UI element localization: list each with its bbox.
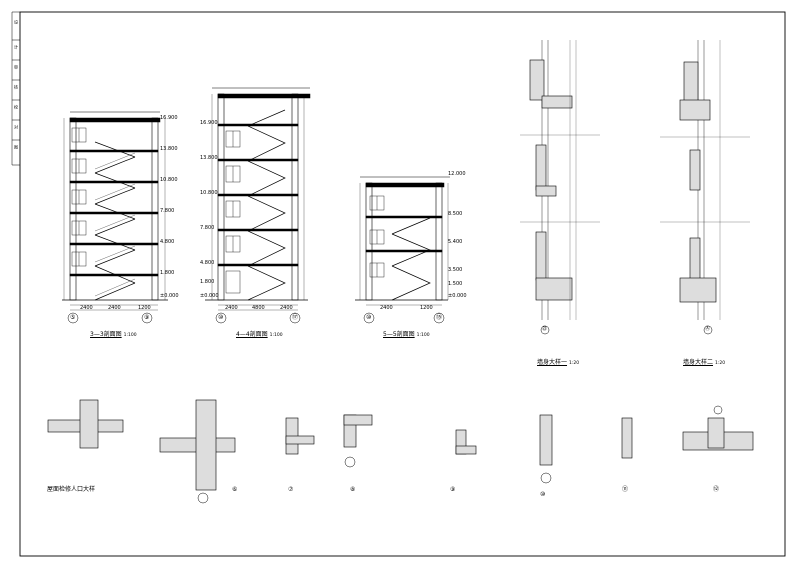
elev-55-3: 8.500: [448, 211, 463, 217]
dim-44-b: 4800: [252, 305, 265, 311]
detail-title-11: ⑪: [622, 486, 629, 493]
elev-33-3: 7.800: [160, 208, 175, 214]
elev-44-1: 1.800: [200, 279, 215, 285]
elev-33-4: 10.800: [160, 177, 178, 183]
title-strip: [11, 11, 20, 166]
detail-title-10: ⑩: [540, 491, 546, 498]
details-row: [47, 399, 754, 491]
axis-mark-33-left: ⑤: [70, 314, 76, 321]
axis-mark-wall-1: ㉒: [542, 326, 548, 332]
detail-title-8: ⑧: [350, 486, 356, 493]
elev-55-2: 5.400: [448, 239, 463, 245]
axis-mark-55-left: ⑩: [366, 314, 372, 321]
dim-33-a: 2400: [80, 305, 93, 311]
detail-title-6: ⑥: [232, 486, 238, 493]
detail-title-12: ⑫: [713, 486, 720, 493]
detail-bubbles: [197, 405, 723, 504]
wall-detail-1: [520, 40, 600, 335]
dim-44-a: 2400: [225, 305, 238, 311]
elev-55-0: ±0.000: [448, 293, 467, 299]
detail-title-7: ⑦: [288, 486, 294, 493]
elev-55-roof: 12.000: [448, 171, 466, 177]
elev-55-05: 1.500: [448, 281, 463, 287]
elev-33-roof: 16.900: [160, 115, 178, 121]
elev-33-2: 4.800: [160, 239, 175, 245]
dim-55-b: 1200: [420, 305, 433, 311]
elev-33-1: 1.800: [160, 270, 175, 276]
elev-44-5: 13.800: [200, 155, 218, 161]
dim-44-c: 2400: [280, 305, 293, 311]
elev-44-roof: 16.900: [200, 120, 218, 126]
axis-mark-33-right: ⑨: [144, 314, 150, 321]
axis-mark-44-left: ⑩: [218, 314, 224, 321]
dim-33-c: 1200: [138, 305, 151, 311]
axis-mark-wall-2: Ⓐ: [705, 326, 711, 332]
title-strip-label-check: 核: [14, 85, 19, 89]
title-strip-label-design: 设: [14, 20, 19, 24]
sheet-border: [19, 11, 786, 557]
title-strip-label-calc: 计: [14, 45, 19, 49]
axis-mark-44-right: ⑰: [292, 314, 299, 321]
title-strip-label-pair: 对: [14, 125, 19, 129]
elev-33-0: ±0.000: [160, 293, 179, 299]
detail-title-roof-access: 屋面检修人口大样: [47, 486, 96, 493]
elev-33-5: 13.800: [160, 146, 178, 152]
title-strip-label-drawing: 图: [14, 145, 19, 149]
detail-title-9: ⑨: [450, 486, 456, 493]
elev-44-4: 10.800: [200, 190, 218, 196]
section-4-4: [205, 87, 311, 324]
elev-44-0: ±0.000: [200, 293, 219, 299]
elev-44-2: 4.800: [200, 260, 215, 266]
axis-mark-55-right: ⑮: [436, 314, 443, 321]
title-strip-label-review: 审: [14, 65, 19, 69]
wall-detail-2: [660, 40, 750, 335]
elev-55-1: 3.500: [448, 267, 463, 273]
section-3-3: [62, 111, 168, 324]
title-strip-label-proof: 校: [14, 105, 19, 109]
dim-33-b: 2400: [108, 305, 121, 311]
dim-55-a: 2400: [380, 305, 393, 311]
section-5-5: [355, 176, 450, 324]
elev-44-3: 7.800: [200, 225, 215, 231]
